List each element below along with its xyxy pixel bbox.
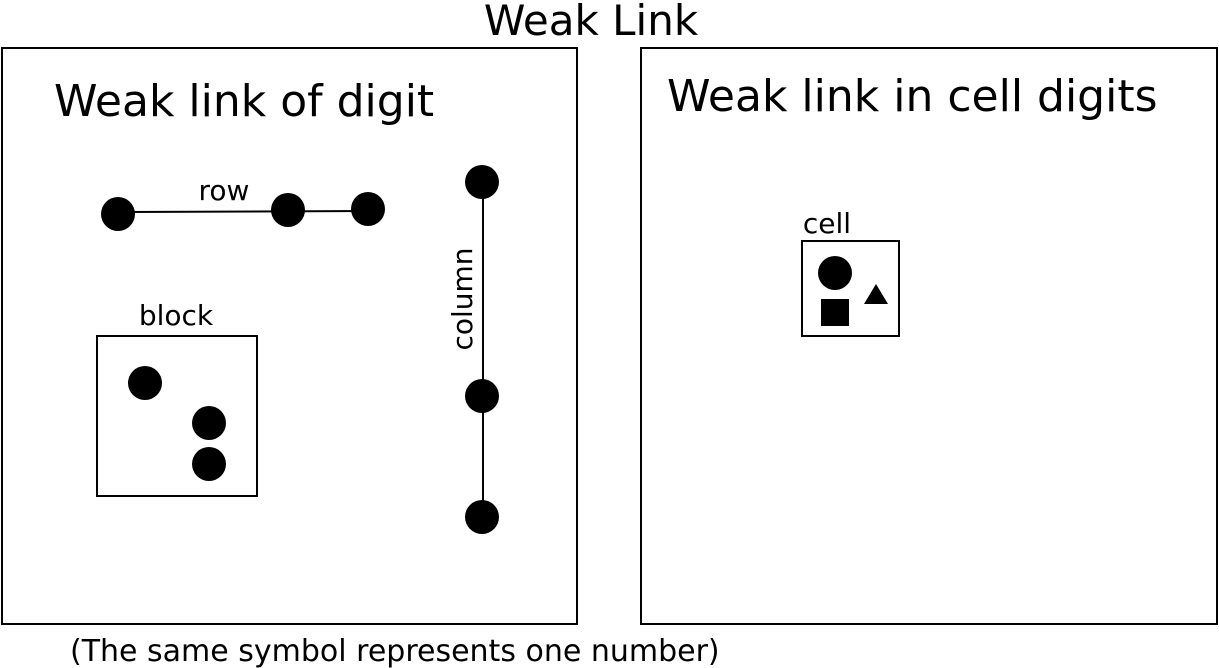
column-digit-dot: [465, 379, 499, 413]
square-symbol-icon: [821, 299, 849, 326]
block-digit-dot: [128, 366, 162, 400]
row-digit-dot: [351, 192, 385, 226]
column-digit-dot: [465, 500, 499, 534]
row-label: row: [199, 174, 250, 207]
block-link: block: [96, 299, 258, 497]
right-panel-title: Weak link in cell digits: [667, 71, 1158, 122]
left-panel-title: Weak link of digit: [54, 76, 434, 127]
circle-symbol-icon: [818, 256, 852, 290]
left-panel-frame: [1, 47, 578, 625]
cell-label: cell: [803, 207, 851, 240]
right-panel: Weak link in cell digits cell: [640, 47, 1218, 625]
caption: (The same symbol represents one number): [70, 634, 720, 668]
row-link-line: [117, 210, 369, 213]
row-digit-dot: [101, 197, 135, 231]
column-label-backdrop: [448, 242, 482, 356]
left-panel: Weak link of digit row column block: [1, 47, 578, 625]
column-link: column: [446, 165, 499, 534]
block-frame: [96, 335, 258, 497]
row-link: row: [101, 174, 385, 231]
column-digit-dot: [465, 165, 499, 199]
row-digit-dot: [271, 193, 305, 227]
cell-link: cell: [801, 207, 900, 337]
block-digit-dot: [192, 406, 226, 440]
cell-frame: [801, 240, 900, 337]
triangle-symbol-icon: [864, 284, 888, 304]
block-digit-dot: [192, 447, 226, 481]
right-panel-frame: [640, 47, 1218, 625]
diagram-title: Weak Link: [484, 0, 699, 45]
block-label: block: [139, 299, 214, 332]
column-label: column: [446, 247, 479, 350]
